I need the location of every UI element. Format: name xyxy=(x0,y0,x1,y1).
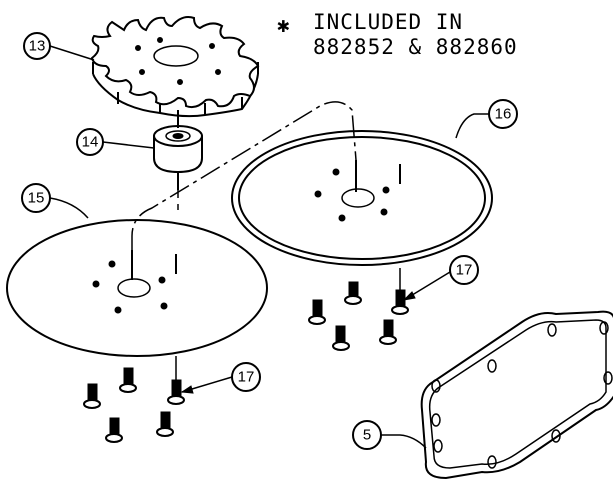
callout-label-17-lower: 17 xyxy=(238,369,255,386)
bolts-upper-group xyxy=(308,268,409,351)
callout-17-lower: 17 xyxy=(180,362,261,394)
callout-13: 13 xyxy=(23,32,95,61)
asterisk-mark: ✱ xyxy=(277,13,291,37)
note-line-2: 882852 & 882860 xyxy=(313,35,518,59)
callout-17-upper: 17 xyxy=(402,255,479,301)
alignment-centerline xyxy=(131,101,357,250)
callout-label-16: 16 xyxy=(495,106,512,123)
gasket-part xyxy=(420,310,613,480)
callout-15: 15 xyxy=(21,183,89,219)
callout-label-17-upper: 17 xyxy=(456,262,473,279)
note-line-1: INCLUDED IN xyxy=(313,10,463,34)
large-plate-part xyxy=(6,219,268,357)
bolts-lower-group xyxy=(83,356,185,443)
callout-5: 5 xyxy=(352,420,427,450)
callout-label-15: 15 xyxy=(28,190,45,207)
plate-with-ring-part xyxy=(231,130,493,266)
bearing-part xyxy=(153,110,203,190)
callout-16: 16 xyxy=(455,99,518,139)
callout-label-5: 5 xyxy=(363,427,371,444)
callout-14: 14 xyxy=(76,128,155,156)
callout-label-14: 14 xyxy=(82,134,99,151)
callout-label-13: 13 xyxy=(29,38,46,55)
sprocket-part xyxy=(90,16,260,118)
